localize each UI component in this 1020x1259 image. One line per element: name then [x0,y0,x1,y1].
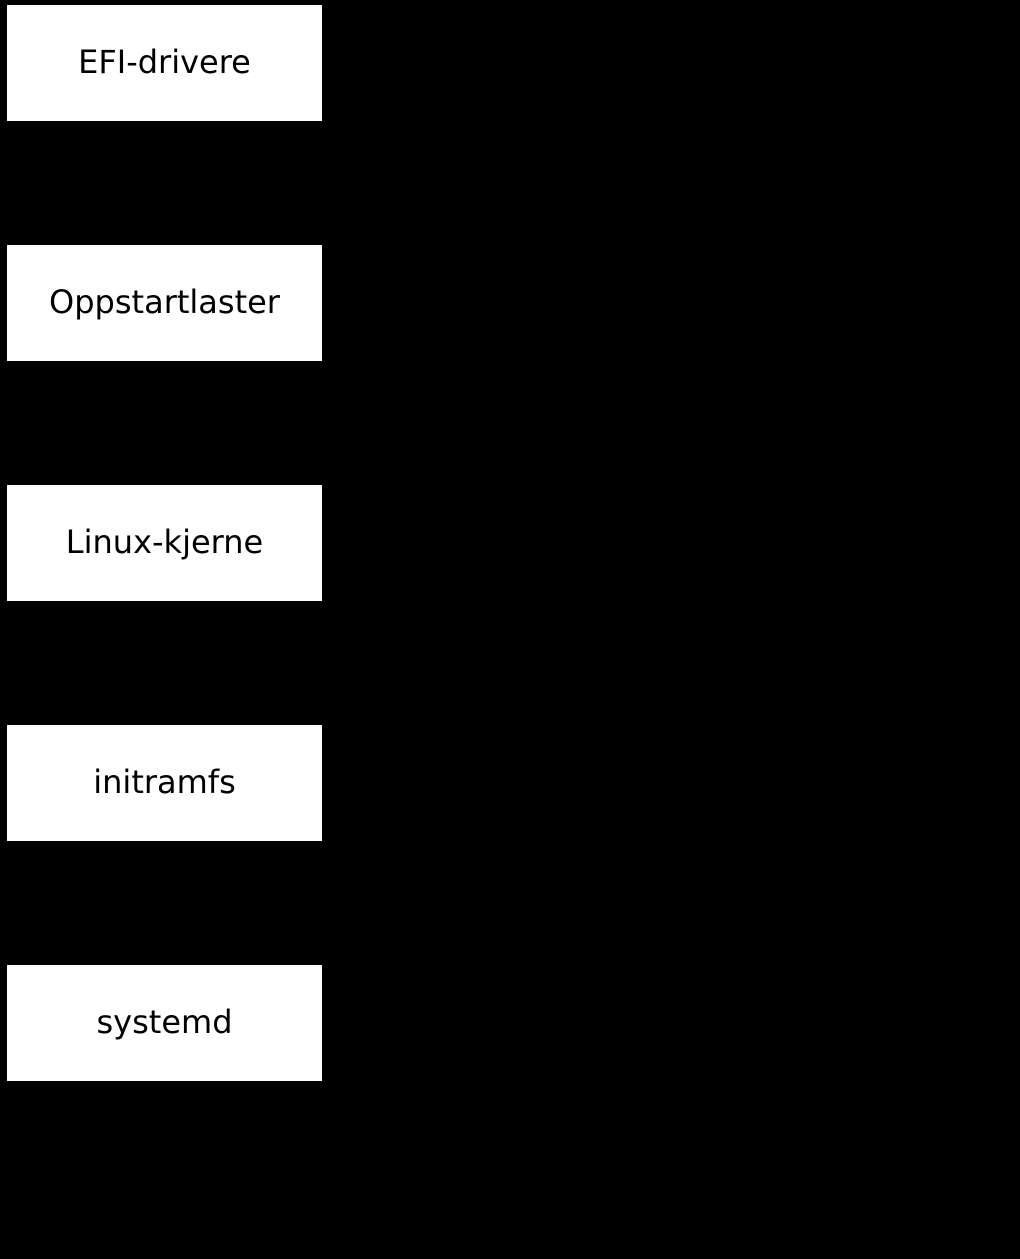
stage-box-systemd[interactable]: systemd [7,965,322,1081]
stage-box-linux-kjerne[interactable]: Linux-kjerne [7,485,322,601]
stage-label: Oppstartlaster [49,283,280,321]
stage-label: initramfs [93,763,236,801]
stage-box-initramfs[interactable]: initramfs [7,725,322,841]
stage-label: systemd [96,1003,233,1041]
stage-box-oppstartlaster[interactable]: Oppstartlaster [7,245,322,361]
stage-label: Linux-kjerne [65,523,264,561]
stage-label: EFI-drivere [78,43,251,81]
stage-box-efi-drivere[interactable]: EFI-drivere [7,5,322,121]
